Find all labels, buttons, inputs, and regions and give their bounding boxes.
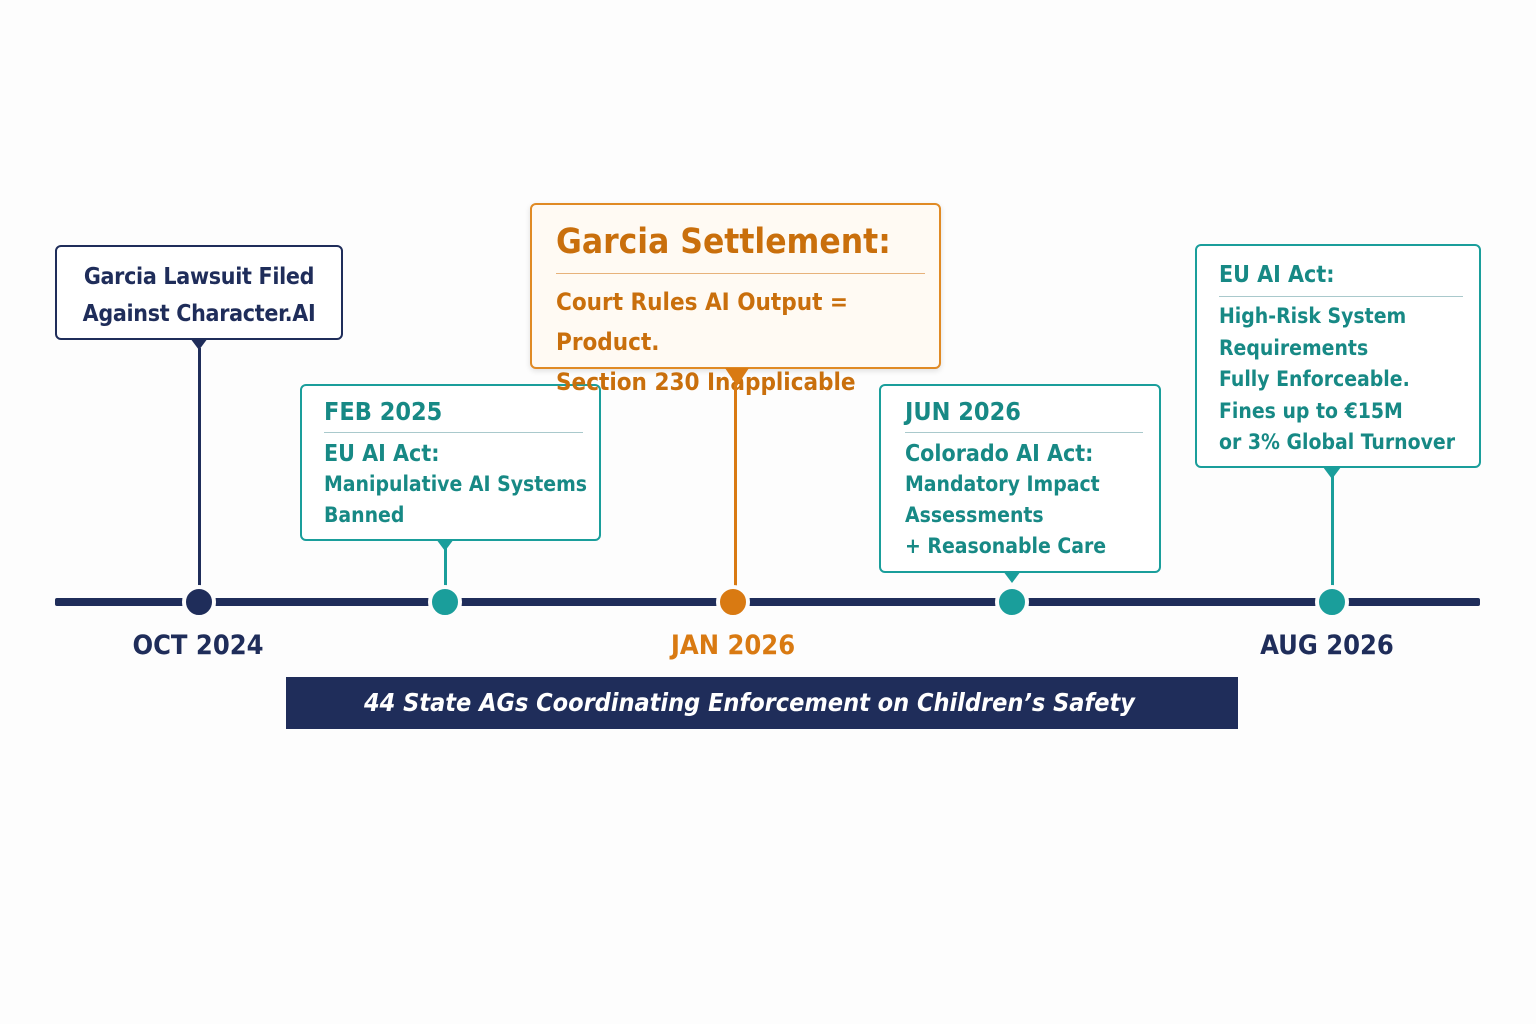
divider [324,432,583,433]
event-heading: EU AI Act: [324,441,440,467]
event-text-line: Fines up to €15M [1219,398,1403,423]
timeline-marker-jan-2026 [716,585,750,619]
axis-label-aug-2026: AUG 2026 [1260,630,1394,661]
connector-line [1331,476,1334,590]
event-text-line: Garcia Lawsuit Filed [83,264,315,290]
event-text-line: + Reasonable Care [905,534,1107,558]
event-text-line: or 3% Global Turnover [1219,430,1456,454]
pointer-arrow [436,539,454,551]
event-card-oct-2024: Garcia Lawsuit Filed Against Character.A… [55,245,343,340]
event-title: Garcia Settlement: [556,222,891,262]
pointer-arrow [190,338,208,350]
pointer-arrow [1323,467,1341,479]
event-text-line: Manipulative AI Systems [324,472,588,496]
timeline-marker-aug-2026 [1315,585,1349,619]
enforcement-banner: 44 State AGs Coordinating Enforcement on… [286,677,1238,729]
event-text-line: High-Risk System [1219,304,1407,328]
divider [556,273,925,274]
connector-line [444,548,447,590]
event-heading: EU AI Act: [1219,262,1335,288]
timeline-marker-feb-2025 [428,585,462,619]
event-heading: Colorado AI Act: [905,441,1094,467]
divider [905,432,1143,433]
axis-label-oct-2024: OCT 2024 [132,630,264,661]
event-text-line: Against Character.AI [82,301,316,327]
pointer-arrow [725,368,749,386]
event-text-line: Court Rules AI Output = Product. [556,288,849,356]
timeline-marker-oct-2024 [182,585,216,619]
event-text-line: Banned [324,503,405,527]
event-card-aug-2026: EU AI Act: High-Risk System Requirements… [1195,244,1481,468]
timeline-axis [55,598,1480,606]
event-date: JUN 2026 [905,397,1021,426]
event-text-line: Fully Enforceable. [1219,367,1410,391]
event-text-line: Assessments [905,503,1044,527]
divider [1219,296,1463,297]
event-card-feb-2025: FEB 2025 EU AI Act: Manipulative AI Syst… [300,384,601,541]
event-date: FEB 2025 [324,397,443,426]
axis-label-jan-2026: JAN 2026 [670,630,796,661]
event-card-jun-2026: JUN 2026 Colorado AI Act: Mandatory Impa… [879,384,1161,573]
event-card-jan-2026: Garcia Settlement: Court Rules AI Output… [530,203,941,396]
event-text-line: Mandatory Impact [905,472,1100,496]
event-text-line: Section 230 Inapplicable [556,368,856,396]
connector-line [198,348,201,588]
event-text-line: Requirements [1219,335,1369,360]
timeline-marker-jun-2026 [995,585,1029,619]
connector-line [734,384,737,590]
pointer-arrow [1003,571,1021,583]
